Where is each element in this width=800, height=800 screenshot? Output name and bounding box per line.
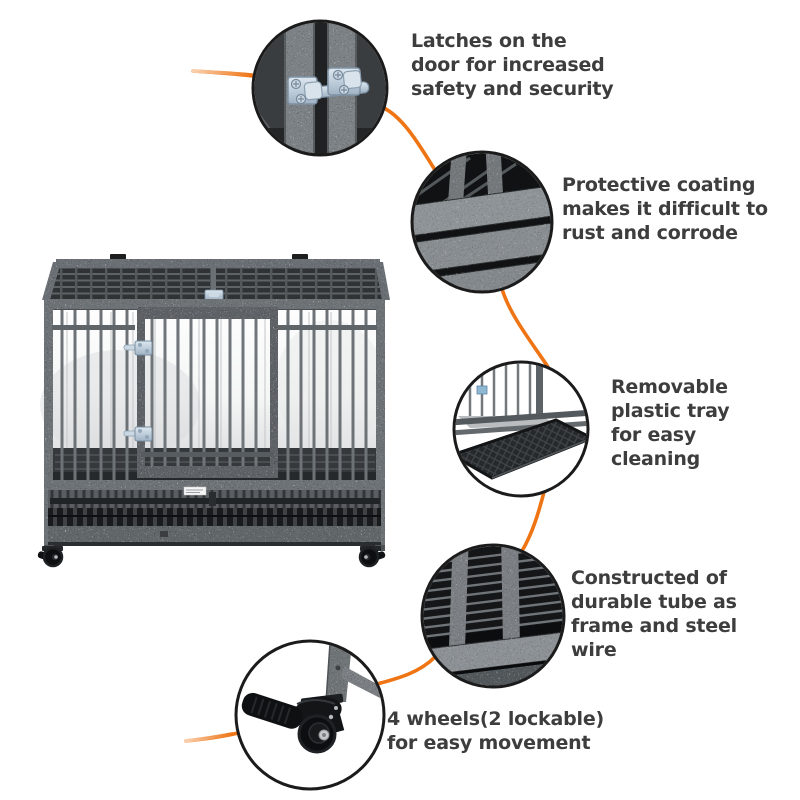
callout-protective-coating: [410, 150, 554, 294]
callout-ring: [420, 543, 566, 689]
feature-text-frame-construction: Constructed of durable tube as frame and…: [571, 567, 737, 661]
caster-wheel-front-left: [37, 545, 64, 568]
arc-fade-end: [184, 732, 234, 743]
door-latch-upper-icon: [123, 340, 153, 356]
callout-ring: [452, 360, 590, 498]
product-photo-dog-crate: [37, 254, 390, 568]
arc-fade-start: [191, 69, 254, 77]
latch-closeup-icon: [254, 22, 386, 154]
coating-closeup-icon: [413, 153, 551, 291]
caster-wheel-front-right: [358, 545, 386, 568]
crate-door: [123, 307, 278, 478]
crate-front-bars: [52, 310, 377, 480]
crate-right-post: [376, 299, 385, 545]
callout-ring: [251, 19, 389, 157]
feature-text-wheels: 4 wheels(2 lockable) for easy movement: [387, 708, 604, 754]
callout-ring: [234, 639, 386, 791]
callout-frame-construction: [420, 543, 566, 689]
callout-ring: [410, 150, 554, 294]
feature-text-door-latches: Latches on the door for increased safety…: [411, 30, 614, 100]
feature-text-removable-tray: Removable plastic tray for easy cleaning: [611, 376, 730, 470]
made-in-label: [183, 486, 207, 496]
callout-wheels: [234, 639, 386, 791]
crate-left-post: [44, 299, 53, 545]
tray-closeup-icon: [455, 363, 587, 495]
door-latch-lower-icon: [123, 426, 153, 442]
callout-door-latches: [251, 19, 389, 157]
crate-front-top-rail: [44, 299, 385, 310]
caster-wheel-closeup-icon: [237, 642, 383, 788]
crate-bottom-tray-area: [44, 480, 385, 546]
callout-removable-tray: [452, 360, 590, 498]
tube-wire-closeup-icon: [423, 546, 563, 686]
crate-top-panel: [42, 254, 390, 301]
feature-text-protective-coating: Protective coating makes it difficult to…: [562, 174, 768, 244]
